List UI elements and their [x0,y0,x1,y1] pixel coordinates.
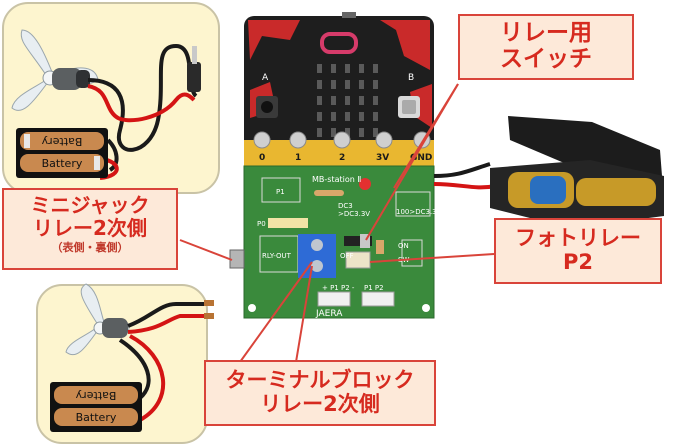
mini-jack-sub: （表側・裏側） [51,241,129,254]
leader-photo-relay [369,253,495,263]
pin-3v-label: 3V [376,153,389,163]
terminal-block-callout: ターミナルブロック リレー2次側 [204,360,436,426]
p1-label: P1 [276,188,285,196]
mini-jack-plug-icon [187,46,201,92]
rly-out-label: RLY-OUT [262,252,292,260]
relay-switch-line1: リレー用 [500,20,592,46]
leader-relay-switch-2 [365,83,459,241]
dc-right-label: 100>DC3.3V [396,208,442,216]
terminal-block-line1: ターミナルブロック [225,368,415,392]
bottom-battery-holder-icon [50,382,142,432]
off-label: OFF [340,252,354,260]
leader-mini-jack [179,239,233,261]
photo-relay-line2: P2 [562,250,593,275]
pin-2-label: 2 [339,153,345,163]
dc3-label: DC3 [338,202,353,210]
dc3-sub-label: >DC3.3V [338,210,370,218]
mini-jack-line1: ミニジャック [30,193,150,217]
on-label: ON [398,242,409,250]
relay-switch-callout: リレー用 スイッチ [458,14,634,80]
mini-jack-callout: ミニジャック リレー2次側 （表側・裏側） [2,188,178,270]
p0-label: P0 [257,220,266,228]
button-a-label: A [262,73,269,83]
button-b-label: B [408,73,414,83]
mb-station-board [243,165,435,319]
pin-0-label: 0 [259,153,265,163]
leader-terminal-block [239,261,313,363]
bottom-battery-label-flipped: Battery [75,389,116,402]
photo-relay-callout: フォトリレー P2 [494,218,662,284]
top-battery-holder-icon [16,128,108,178]
jaera-label: JAERA [315,309,343,319]
p1p2-b-label: P1 P2 [364,284,384,292]
board-title: MB-station Ⅱ [312,175,361,184]
leader-terminal-block-2 [295,265,313,363]
pin-1-label: 1 [295,153,301,163]
pin-gnd-label: GND [410,153,432,163]
photo-relay-line1: フォトリレー [515,226,641,250]
microbit-board: A B [244,12,434,186]
bottom-battery-label: Battery [76,411,117,424]
top-battery-label-flipped: Battery [41,135,82,148]
bottom-fan-icon [65,283,130,356]
p1p2-a-label: + P1 P2 - [322,284,355,292]
mini-jack-line2: リレー2次側 [33,216,147,240]
top-fan-icon [11,29,99,111]
relay-switch-line2: スイッチ [500,46,592,73]
top-battery-label: Battery [42,157,83,170]
battery-box-icon [433,116,664,228]
terminal-block-line2: リレー2次側 [260,392,380,417]
